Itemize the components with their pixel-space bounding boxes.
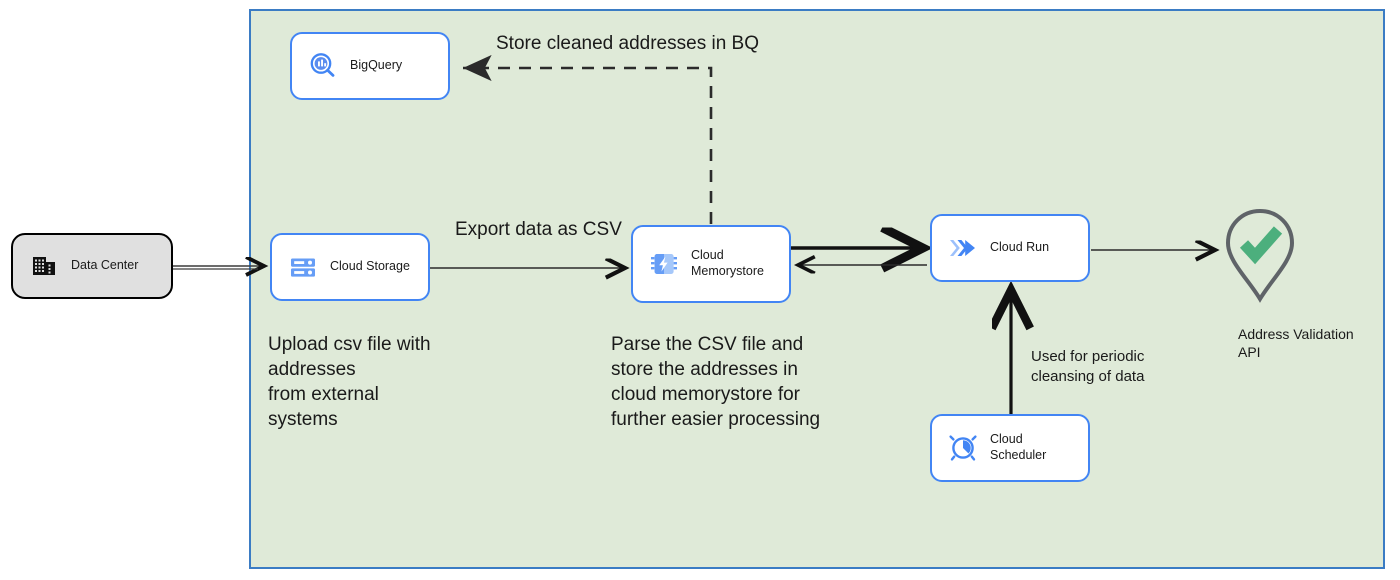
google-cloud-boundary [249,9,1385,569]
cloud-storage-icon [286,250,320,284]
node-label: Cloud Storage [330,259,410,274]
cloud-run-icon [946,231,980,265]
edge-label-periodic-cleansing: Used for periodic cleansing of data [1031,348,1145,385]
node-bigquery[interactable]: BigQuery [290,32,450,100]
datacenter-icon [27,249,61,283]
cloud-scheduler-icon [946,431,980,465]
node-label: Data Center [71,258,139,273]
edge-label-store-cleaned-addresses: Store cleaned addresses in BQ [496,33,759,54]
node-label: BigQuery [350,58,403,73]
node-label: Cloud Memorystore [691,248,764,278]
edge-label-export-data-as-csv: Export data as CSV [455,219,622,240]
bigquery-icon [306,49,340,83]
node-label: Cloud Scheduler [990,432,1047,462]
cloud-memorystore-icon [647,247,681,281]
node-data-center[interactable]: Data Center [11,233,173,299]
map-pin-check-icon [1218,205,1302,305]
note-parse-csv: Parse the CSV file and store the address… [611,334,821,431]
label-address-validation-api: Address Validation API [1238,326,1354,361]
node-cloud-storage[interactable]: Cloud Storage [270,233,430,301]
note-upload-csv: Upload csv file with addresses from exte… [268,334,431,431]
node-cloud-run[interactable]: Cloud Run [930,214,1090,282]
node-cloud-scheduler[interactable]: Cloud Scheduler [930,414,1090,482]
node-cloud-memorystore[interactable]: Cloud Memorystore [631,225,791,303]
node-label: Cloud Run [990,240,1050,255]
